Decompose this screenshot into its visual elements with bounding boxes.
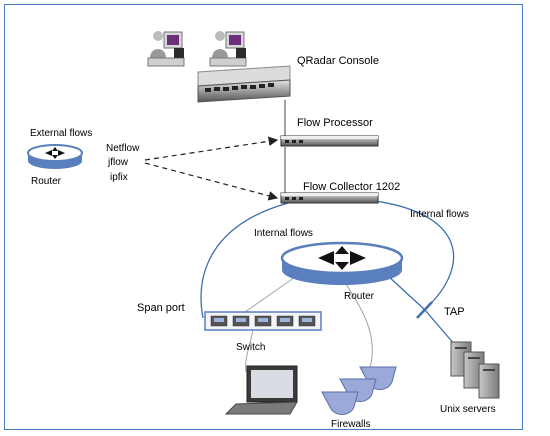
qradar-console-label: QRadar Console: [297, 55, 379, 67]
diagram-frame: [4, 4, 523, 430]
flow-arrow-to-processor: [144, 136, 279, 161]
router-icon: [27, 144, 83, 169]
internal-flows-left-link: [200, 202, 289, 319]
firewalls-label: Firewalls: [331, 419, 371, 430]
flow-processor-appliance: [280, 135, 379, 147]
router-left-label: Router: [31, 176, 62, 187]
router-center-label: Router: [344, 291, 375, 302]
external-flows-label: External flows: [30, 128, 93, 139]
flow-arrows: [144, 136, 279, 201]
connections: [200, 100, 456, 373]
router-firewall-link: [344, 281, 373, 369]
jflow-label: jflow: [108, 157, 129, 168]
internal-flows-left-label: Internal flows: [254, 228, 313, 239]
router-tap-link: [386, 274, 426, 311]
flow-processor-label: Flow Processor: [297, 117, 373, 129]
router-switch-link: [244, 274, 299, 313]
rack-server-icon: [197, 65, 291, 103]
flow-collector-appliance: [280, 192, 379, 204]
netflow-label: Netflow: [106, 143, 140, 154]
user-workstation-icon: [147, 31, 247, 67]
server-tower-icon: [450, 341, 500, 399]
switch-label: Switch: [236, 342, 266, 353]
network-tap-icon: [416, 301, 433, 319]
ipfix-label: ipfix: [110, 172, 128, 183]
unix-servers-label: Unix servers: [440, 404, 496, 415]
flow-collector-label: Flow Collector 1202: [303, 181, 401, 193]
tap-servers-link: [424, 309, 456, 346]
flow-arrow-to-collector: [144, 162, 279, 201]
router-icon: [280, 241, 404, 285]
laptop-icon: [224, 365, 298, 415]
internal-flows-right-link: [374, 200, 455, 313]
span-port-label: Span port: [137, 302, 185, 314]
tap-label: TAP: [444, 306, 465, 318]
network-switch-icon: [204, 311, 322, 331]
firewall-icon: [321, 366, 397, 415]
internal-flows-right-label: Internal flows: [410, 209, 469, 220]
switch-laptop-link: [245, 329, 254, 373]
